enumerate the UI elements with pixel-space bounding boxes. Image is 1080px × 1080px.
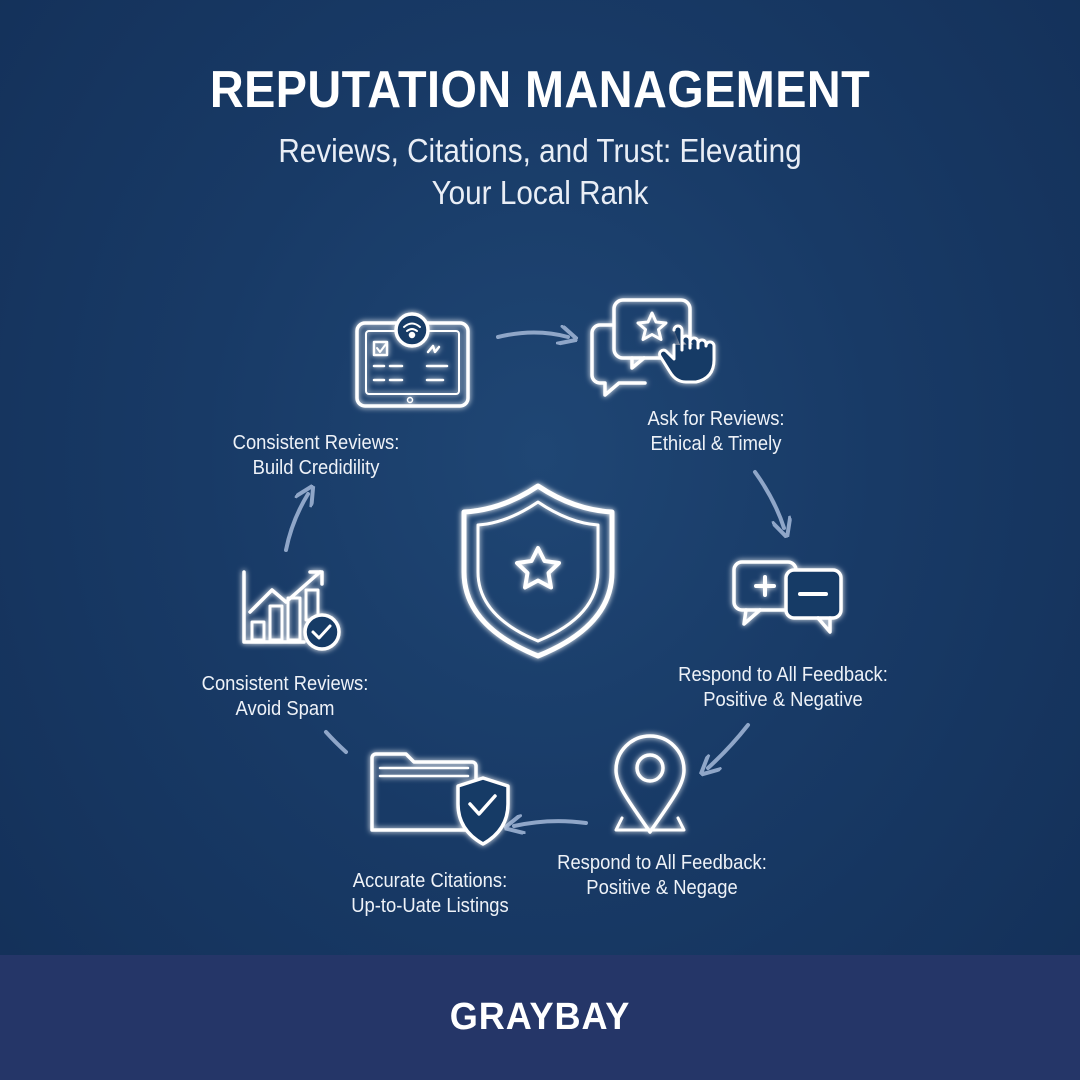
arrow-5-to-6 bbox=[324, 730, 348, 754]
step-label-5: Accurate Citations: Up-to-Uate Listings bbox=[351, 870, 509, 917]
arrow-2-to-3 bbox=[753, 470, 784, 528]
star-chat-hand-icon bbox=[590, 298, 716, 397]
brand-logo: GRAYBAY bbox=[449, 996, 631, 1038]
arrow-1-to-2 bbox=[496, 333, 568, 338]
growth-chart-check-icon bbox=[242, 570, 341, 651]
step-label-2: Ask for Reviews: Ethical & Timely bbox=[647, 408, 785, 455]
page-title: REPUTATION MANAGEMENT bbox=[209, 61, 871, 119]
tablet-review-icon bbox=[355, 312, 470, 408]
folder-shield-icon bbox=[370, 752, 510, 846]
step-label-3: Respond to All Feedback: Positive & Nega… bbox=[678, 664, 888, 711]
flow-arrows bbox=[284, 333, 784, 827]
footer-bar: GRAYBAY bbox=[0, 955, 1080, 1080]
plus-minus-chat-icon bbox=[732, 560, 843, 634]
step-label-6: Consistent Reviews: Avoid Spam bbox=[201, 673, 369, 720]
cycle-diagram bbox=[242, 298, 843, 846]
step-label-1: Consistent Reviews: Build Credidility bbox=[232, 432, 400, 479]
page-subtitle: Reviews, Citations, and Trust: Elevating… bbox=[278, 132, 802, 211]
arrow-6-to-1 bbox=[284, 494, 308, 552]
header: REPUTATION MANAGEMENT Reviews, Citations… bbox=[0, 58, 1080, 214]
arrow-4-to-5 bbox=[514, 821, 588, 826]
shield-star-icon bbox=[461, 483, 615, 659]
arrow-3-to-4 bbox=[708, 723, 750, 768]
location-pin-icon bbox=[614, 734, 686, 834]
step-label-4: Respond to All Feedback: Positive & Nega… bbox=[557, 852, 767, 899]
